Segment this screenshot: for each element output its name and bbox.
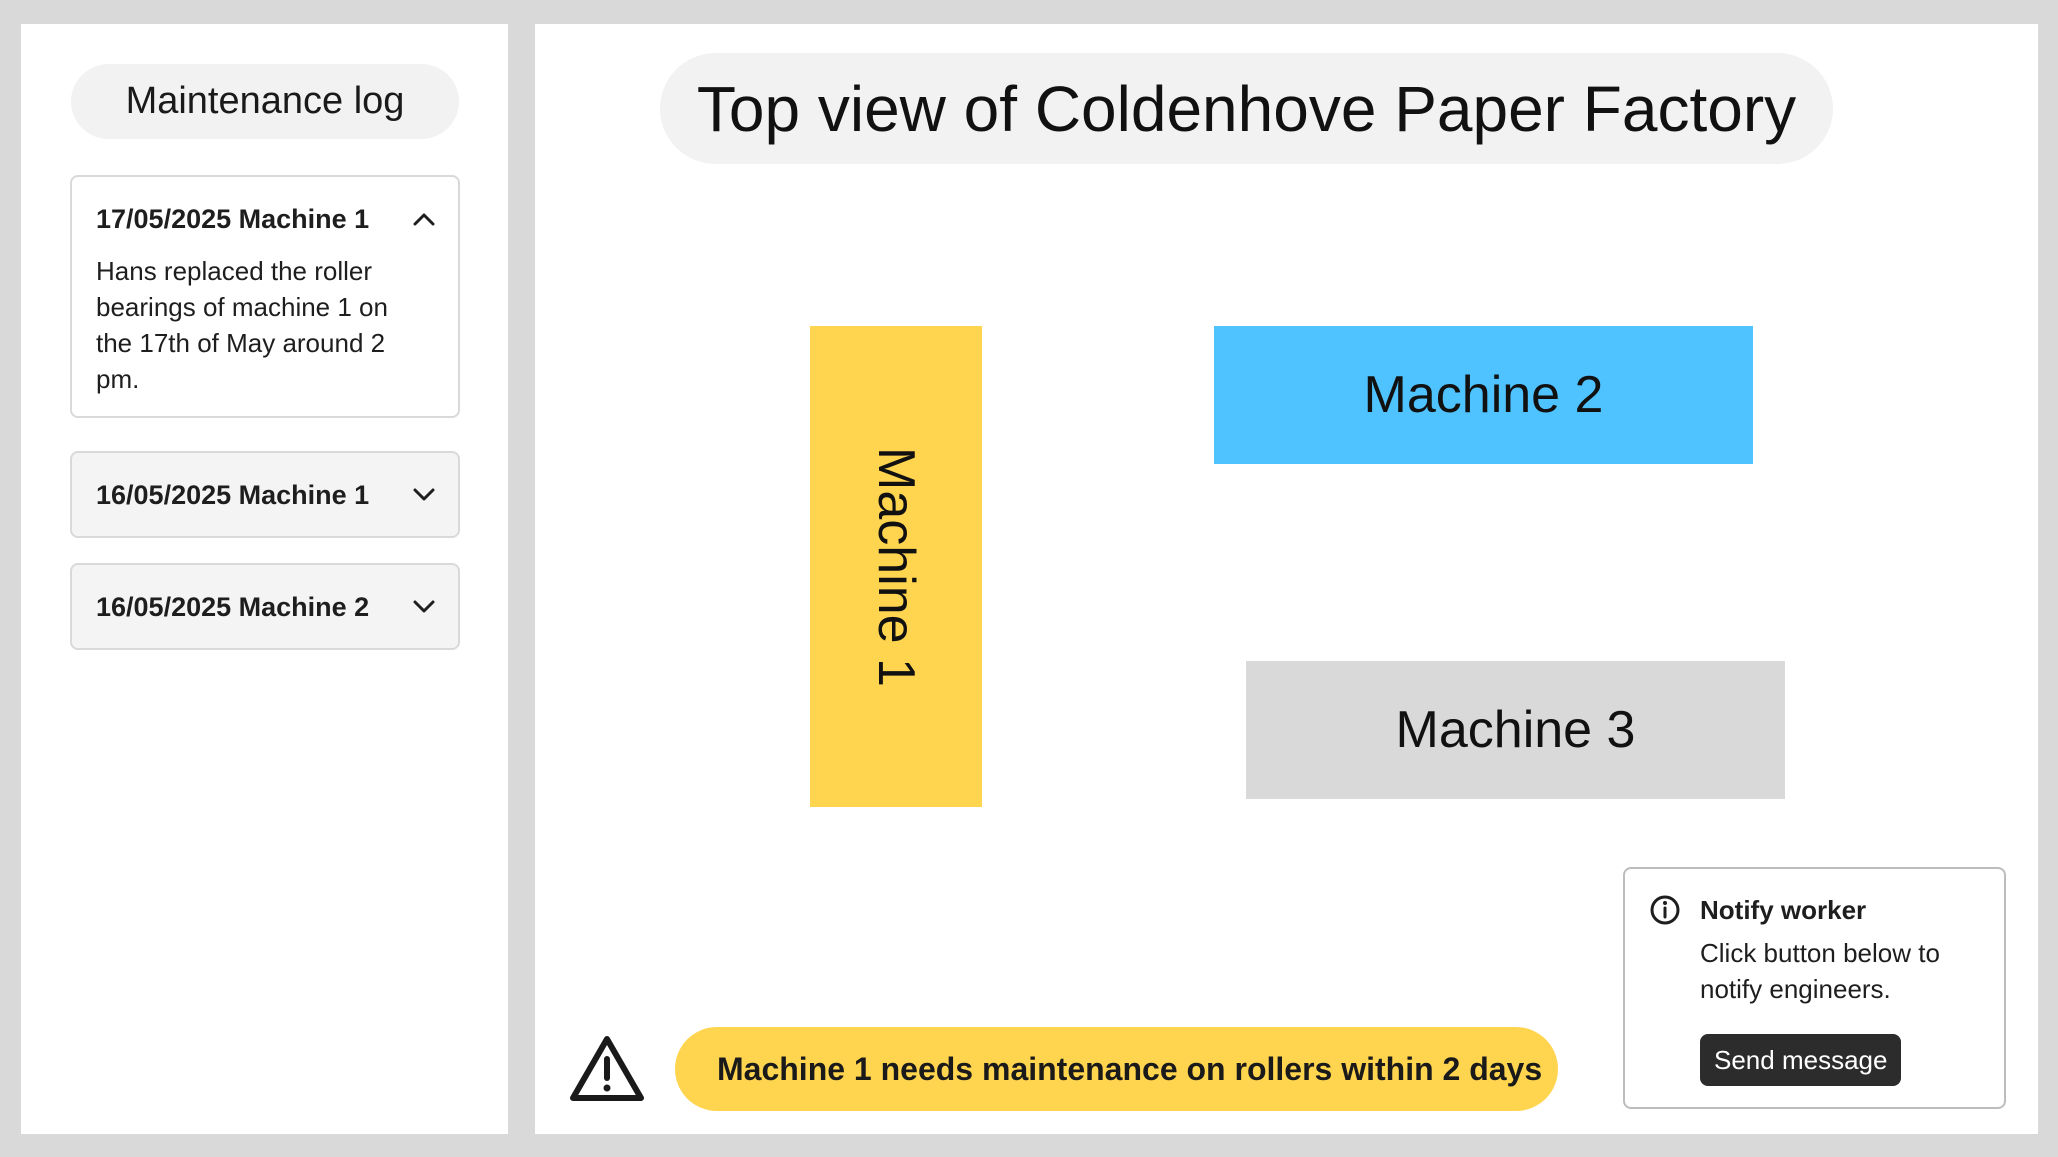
log-item-body: Hans replaced the roller bearings of mac… xyxy=(96,256,388,394)
log-item[interactable]: 16/05/2025 Machine 1 xyxy=(70,451,460,538)
log-item-header[interactable]: 16/05/2025 Machine 2 xyxy=(96,565,440,649)
notify-worker-card: Notify worker Click button below to noti… xyxy=(1623,867,2006,1109)
info-icon xyxy=(1649,894,1681,926)
notify-title: Notify worker xyxy=(1700,895,1867,925)
chevron-down-icon[interactable] xyxy=(408,479,440,511)
machine-1-block[interactable]: Machine 1 xyxy=(810,326,982,807)
machine-label: Machine 3 xyxy=(1395,701,1636,759)
chevron-down-icon[interactable] xyxy=(408,591,440,623)
log-item-title: 16/05/2025 Machine 1 xyxy=(96,479,370,510)
log-item[interactable]: 16/05/2025 Machine 2 xyxy=(70,563,460,650)
machine-label: Machine 1 xyxy=(867,446,926,687)
maintenance-alert: Machine 1 needs maintenance on rollers w… xyxy=(675,1027,1558,1111)
log-item[interactable]: 17/05/2025 Machine 1 Hans replaced the r… xyxy=(70,175,460,418)
log-item-header[interactable]: 16/05/2025 Machine 1 xyxy=(96,453,440,537)
log-item-title: 16/05/2025 Machine 2 xyxy=(96,591,370,622)
warning-triangle-icon xyxy=(569,1034,645,1104)
machine-3-block[interactable]: Machine 3 xyxy=(1246,661,1785,799)
log-item-header[interactable]: 17/05/2025 Machine 1 xyxy=(96,177,440,261)
maintenance-sidebar: Maintenance log 17/05/2025 Machine 1 Han… xyxy=(21,24,508,1134)
machine-label: Machine 2 xyxy=(1363,366,1604,424)
alert-text: Machine 1 needs maintenance on rollers w… xyxy=(717,1050,1543,1087)
send-message-button[interactable]: Send message xyxy=(1700,1034,1902,1086)
sidebar-title: Maintenance log xyxy=(71,64,459,139)
machine-2-block[interactable]: Machine 2 xyxy=(1214,326,1753,464)
notify-description: Click button below to notify engineers. xyxy=(1700,938,1940,1004)
log-item-title: 17/05/2025 Machine 1 xyxy=(96,203,370,234)
chevron-up-icon[interactable] xyxy=(408,203,440,235)
page-title: Top view of Coldenhove Paper Factory xyxy=(660,53,1833,164)
factory-floor-view: Top view of Coldenhove Paper Factory Mac… xyxy=(535,24,2038,1134)
